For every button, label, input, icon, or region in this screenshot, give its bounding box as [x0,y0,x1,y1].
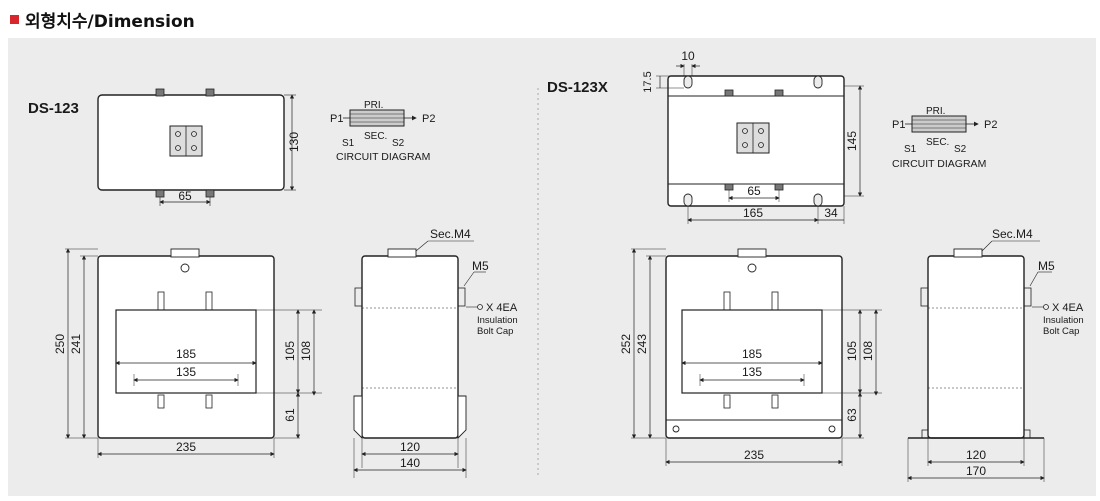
dim-side-170: 170 [966,464,986,478]
dim-window-135-x: 135 [742,365,762,379]
sec-m4-label: Sec.M4 [430,227,471,241]
circuit-s2-x: S2 [954,144,967,155]
dim-inner-height-241: 241 [69,334,83,354]
circuit-p2-x: P2 [984,119,997,131]
dim-side-120-x: 120 [966,448,986,462]
circuit-pri: PRI. [364,100,383,111]
dim-window-185-x: 185 [742,347,762,361]
red-square-icon [10,14,19,24]
circuit-sec: SEC. [364,131,387,142]
circuit-s1: S1 [342,138,355,149]
dim-height-145: 145 [845,131,859,151]
dim-ext-34: 34 [824,206,838,220]
cap-qty-x: X 4EA [1052,302,1084,314]
dim-width-235-x: 235 [744,448,764,462]
dim-side-120: 120 [400,440,420,454]
section-header: 외형치수/Dimension [10,6,195,32]
cap-label-bolt-cap: Bolt Cap [477,326,513,337]
dim-base-165: 165 [743,206,763,220]
dim-side-140: 140 [400,456,420,470]
dim-terminal-65: 65 [178,189,192,203]
dim-window-108-x: 108 [861,341,875,361]
dim-window-108: 108 [299,341,313,361]
dim-inner-height-243: 243 [635,334,649,354]
ds-123-top-view [97,88,296,206]
circuit-s1-x: S1 [904,144,917,155]
ds-123-circuit-diagram [343,109,417,127]
dim-window-135: 135 [176,365,196,379]
ds-123-side-view [353,240,486,478]
model-label-ds-123x: DS-123X [547,79,608,96]
sec-m4-label-x: Sec.M4 [992,227,1033,241]
dim-window-105-x: 105 [845,341,859,361]
circuit-pri-x: PRI. [926,106,945,117]
circuit-caption-x: CIRCUIT DIAGRAM [892,158,986,170]
dim-height-130: 130 [287,132,301,152]
ds-123-group: DS-123 130 65 [28,88,518,478]
ds-123x-top-view [656,63,864,224]
dim-window-105: 105 [283,341,297,361]
ds-123x-circuit-diagram [905,115,979,133]
dim-outer-height-250: 250 [53,334,67,354]
ds-123x-side-view [907,240,1052,482]
circuit-sec-x: SEC. [926,137,949,148]
dimension-drawing: DS-123 130 65 [28,49,1084,482]
drawing-panel: DS-123 130 65 [8,38,1096,496]
circuit-caption: CIRCUIT DIAGRAM [336,151,430,163]
ds-123-front-view [65,248,322,458]
cap-label-insulation-x: Insulation [1043,315,1084,326]
m5-label: M5 [472,259,489,273]
model-label-ds-123: DS-123 [28,100,79,117]
circuit-p1: P1 [330,113,343,125]
dim-window-185: 185 [176,347,196,361]
cap-qty: X 4EA [486,302,518,314]
dim-outer-height-252: 252 [619,334,633,354]
dim-bottom-63: 63 [845,408,859,422]
cap-label-bolt-cap-x: Bolt Cap [1043,326,1079,337]
ds-123x-group: DS-123X [547,49,1084,482]
dim-slot-10: 10 [681,49,695,63]
m5-label-x: M5 [1038,259,1055,273]
cap-label-insulation: Insulation [477,315,518,326]
dim-width-235: 235 [176,440,196,454]
circuit-p2: P2 [422,113,435,125]
ds-123x-front-view [631,248,882,466]
dim-slot-17-5: 17.5 [642,71,654,92]
circuit-p1-x: P1 [892,119,905,131]
circuit-s2: S2 [392,138,405,149]
dim-terminal-65-x: 65 [747,184,761,198]
section-title: 외형치수/Dimension [25,11,195,32]
dim-bottom-61: 61 [283,408,297,422]
